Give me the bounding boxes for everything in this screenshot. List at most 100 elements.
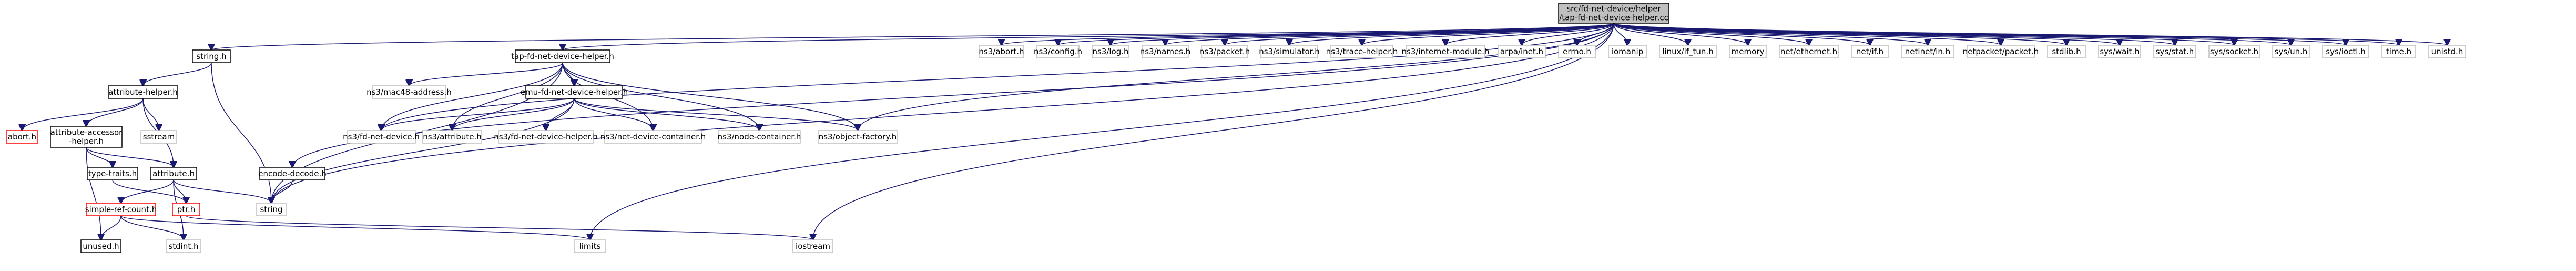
edge-simple_ref_count_h-to-limits (120, 215, 590, 240)
node-top-17[interactable]: stdlib.h (2047, 45, 2086, 58)
node-box (140, 130, 177, 144)
node-fd-net-device-helper-h[interactable]: ns3/fd-net-device-helper.h (494, 130, 598, 144)
node-top-13[interactable]: net/ethernet.h (1779, 45, 1839, 58)
edge-root-to-top_14 (1613, 23, 1870, 45)
edge-attribute_accessor_helper_h-to-unused_h (86, 147, 101, 240)
node-top-8[interactable]: arpa/inet.h (1498, 45, 1546, 58)
edge-root-to-top_15 (1613, 23, 1928, 45)
node-emu-helper-h[interactable]: emu-fd-net-device-helper.h (521, 85, 628, 99)
node-box (1901, 45, 1954, 58)
edge-root-to-top_11 (1613, 23, 1688, 45)
node-top-14[interactable]: net/if.h (1851, 45, 1889, 58)
node-box (1659, 45, 1717, 58)
node-top-1[interactable]: ns3/config.h (1034, 45, 1082, 58)
node-label: attribute-accessor (50, 128, 123, 137)
node-box (1142, 45, 1189, 58)
node-label: ptr.h (177, 205, 195, 214)
node-top-3[interactable]: ns3/names.h (1140, 45, 1191, 58)
node-top-24[interactable]: unistd.h (2428, 45, 2466, 58)
edge-emu_helper_h-to-string (271, 98, 575, 203)
node-label: netinet/in.h (1905, 47, 1950, 56)
node-box (80, 239, 121, 253)
node-attribute-helper-h[interactable]: attribute-helper.h (108, 85, 178, 99)
node-label: iostream (796, 242, 830, 251)
node-top-2[interactable]: ns3/log.h (1092, 45, 1129, 58)
node-box (1558, 3, 1669, 24)
node-top-19[interactable]: sys/stat.h (2153, 45, 2196, 58)
node-label: emu-fd-net-device-helper.h (521, 87, 628, 97)
edge-attribute_accessor_helper_h-to-attribute_h (86, 147, 174, 167)
node-box (192, 49, 231, 63)
edge-root-to-fd_net_device_h (381, 23, 1614, 131)
node-type-traits-h[interactable]: type-traits.h (87, 167, 138, 180)
node-encode-decode-h[interactable]: encode-decode.h (258, 167, 327, 180)
node-box (1201, 45, 1248, 58)
node-box (2208, 45, 2260, 58)
node-attribute-accessor-helper-h[interactable]: attribute-accessor-helper.h (50, 126, 123, 148)
node-ns3-attribute-h[interactable]: ns3/attribute.h (422, 130, 482, 144)
node-box (1729, 45, 1767, 58)
node-stdint-h[interactable]: stdint.h (166, 239, 201, 253)
node-box (166, 239, 201, 253)
node-top-12[interactable]: memory (1729, 45, 1767, 58)
node-box (1330, 45, 1393, 58)
node-attribute-h[interactable]: attribute.h (150, 167, 197, 180)
node-top-18[interactable]: sys/wait.h (2098, 45, 2141, 58)
node-abort-h[interactable]: abort.h (6, 130, 38, 144)
node-object-factory-h[interactable]: ns3/object-factory.h (818, 130, 898, 144)
node-label: net/ethernet.h (1780, 47, 1837, 56)
node-ptr-h[interactable]: ptr.h (172, 203, 200, 216)
node-top-4[interactable]: ns3/packet.h (1199, 45, 1250, 58)
edge-emu_helper_h-to-net_device_container_h (574, 98, 653, 131)
node-box (347, 130, 416, 144)
edge-attribute_accessor_helper_h-to-type_traits_h (86, 147, 113, 167)
node-box (818, 130, 898, 144)
edge-root-to-string_h (211, 23, 1614, 50)
node-top-16[interactable]: netpacket/packet.h (1963, 45, 2039, 58)
node-top-6[interactable]: ns3/trace-helper.h (1326, 45, 1398, 58)
node-top-21[interactable]: sys/un.h (2272, 45, 2310, 58)
node-iostream[interactable]: iostream (792, 239, 833, 253)
node-label: ns3/packet.h (1199, 47, 1250, 56)
node-unused-h[interactable]: unused.h (80, 239, 121, 253)
node-mac48[interactable]: ns3/mac48-address.h (366, 85, 452, 99)
node-top-7[interactable]: ns3/internet-module.h (1401, 45, 1490, 58)
node-label: type-traits.h (88, 169, 137, 178)
node-top-11[interactable]: linux/if_tun.h (1659, 45, 1717, 58)
node-box (6, 130, 38, 144)
node-simple-ref-count-h[interactable]: simple-ref-count.h (85, 203, 157, 216)
node-top-15[interactable]: netinet/in.h (1901, 45, 1954, 58)
node-top-23[interactable]: time.h (2381, 45, 2416, 58)
node-top-10[interactable]: iomanip (1608, 45, 1647, 58)
node-sstream[interactable]: sstream (140, 130, 177, 144)
node-top-20[interactable]: sys/socket.h (2208, 45, 2260, 58)
edge-ptr_h-to-iostream (186, 215, 813, 240)
edge-root-to-top_8 (1522, 23, 1614, 45)
node-box (979, 45, 1024, 58)
node-label: memory (1732, 47, 1765, 56)
node-top-22[interactable]: sys/ioctl.h (2322, 45, 2369, 58)
node-string-h[interactable]: string.h (192, 49, 231, 63)
edge-attribute_helper_h-to-abort_h (22, 98, 144, 131)
node-box (172, 203, 200, 216)
node-box (108, 85, 178, 99)
node-fd-net-device-h[interactable]: ns3/fd-net-device.h (343, 130, 420, 144)
node-node-container-h[interactable]: ns3/node-container.h (718, 130, 801, 144)
node-limits[interactable]: limits (574, 239, 606, 253)
node-box (1851, 45, 1889, 58)
node-box (50, 126, 123, 148)
node-box (574, 239, 606, 253)
node-tap-helper-h[interactable]: tap-fd-net-device-helper.h (511, 49, 614, 63)
edge-tap_helper_h-to-node_container_h (562, 62, 759, 131)
node-string[interactable]: string (256, 203, 287, 216)
edge-root-to-top_19 (1613, 23, 2175, 45)
node-top-5[interactable]: ns3/simulator.h (1259, 45, 1320, 58)
node-box (372, 85, 446, 99)
edge-emu_helper_h-to-ns3_attribute_h (452, 98, 575, 131)
node-top-9[interactable]: errno.h (1558, 45, 1596, 58)
node-label: sys/un.h (2275, 47, 2308, 56)
node-net-device-container-h[interactable]: ns3/net-device-container.h (600, 130, 706, 144)
node-top-0[interactable]: ns3/abort.h (979, 45, 1024, 58)
edges-layer (22, 23, 2447, 240)
